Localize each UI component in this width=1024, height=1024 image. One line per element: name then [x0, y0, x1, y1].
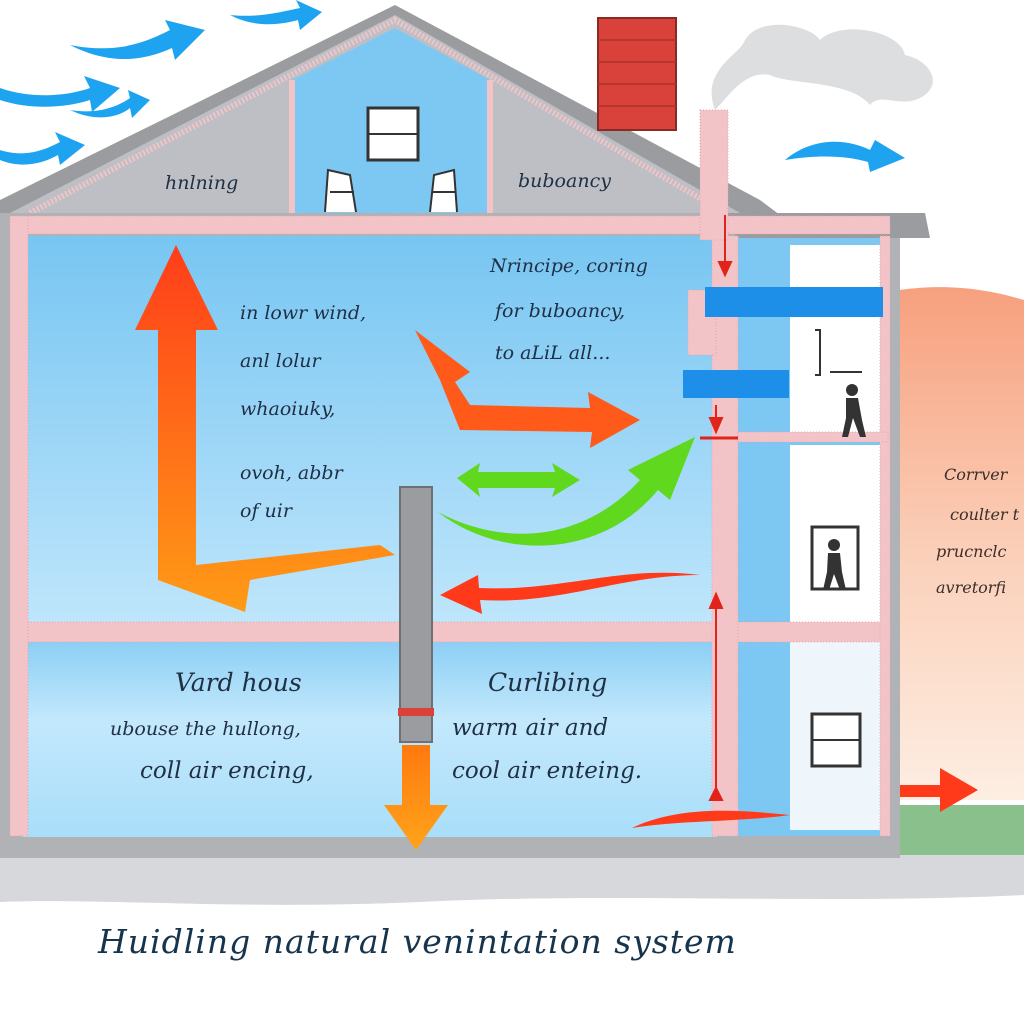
ground-slab	[0, 855, 1024, 905]
duct	[399, 486, 433, 743]
red-return-arrow	[440, 572, 700, 614]
green-inflow-arrow	[438, 437, 695, 546]
chair-icon	[429, 168, 458, 213]
window-icon	[810, 712, 862, 768]
side-text-line-1: Corrver	[944, 465, 1008, 484]
warm-exterior-air	[900, 287, 1024, 801]
lower-right-line-2: warm air and	[452, 715, 609, 741]
middle-text-line-2: for buboancy,	[495, 300, 626, 322]
warm-air-flow-arrow	[415, 330, 640, 448]
person-icon	[842, 384, 866, 437]
attic-right-label: buboancy	[518, 170, 611, 192]
lower-left-line-3: coll air encing,	[140, 758, 314, 784]
structural-frame	[9, 109, 891, 837]
duct-damper	[398, 708, 434, 716]
green-exchange-arrow	[457, 463, 580, 497]
left-text-line-1: in lowr wind,	[240, 302, 367, 324]
exhaust-arrow	[900, 768, 978, 812]
chair-icon	[324, 168, 357, 213]
left-text-line-2: anl lolur	[240, 350, 321, 372]
attic-left-label: hnlning	[165, 172, 239, 194]
diagram-title: Huidling natural venintation system	[98, 922, 737, 961]
lower-room	[22, 642, 717, 837]
shaft-arrows	[708, 215, 733, 801]
lower-right-line-3: cool air enteing.	[452, 758, 643, 784]
smoke-icon	[711, 24, 933, 111]
lower-right-heading: Curlibing	[488, 668, 608, 697]
person-icon	[823, 539, 846, 590]
chimney-icon	[597, 17, 677, 131]
side-room-top	[790, 245, 880, 435]
side-text-line-2: coulter t	[950, 505, 1020, 524]
left-text-line-4: ovoh, abbr	[240, 462, 343, 484]
warm-air-rising-arrow	[135, 245, 395, 612]
middle-text-line-1: Nrincipe, coring	[490, 255, 648, 277]
window-icon	[366, 106, 420, 162]
lower-left-heading: Vard hous	[175, 668, 302, 697]
ground-right	[900, 805, 1024, 855]
wall-fixture	[815, 329, 862, 376]
left-text-line-3: whaoiuky,	[240, 398, 336, 420]
cool-air-down-arrow	[384, 745, 448, 850]
side-text-line-4: avretorfi	[936, 578, 1007, 597]
floor-inflow-arrow	[632, 810, 790, 828]
lower-left-line-2: ubouse the hullong,	[110, 718, 301, 740]
attic-frame	[28, 16, 727, 216]
wind-arrow-icon	[0, 0, 905, 172]
middle-text-line-3: to aLiL all...	[495, 342, 611, 364]
vent-bar-lower	[683, 370, 789, 398]
left-text-line-5: of uir	[240, 500, 292, 522]
vent-bar-upper	[705, 287, 883, 317]
side-text-line-3: prucnclc	[936, 542, 1007, 561]
